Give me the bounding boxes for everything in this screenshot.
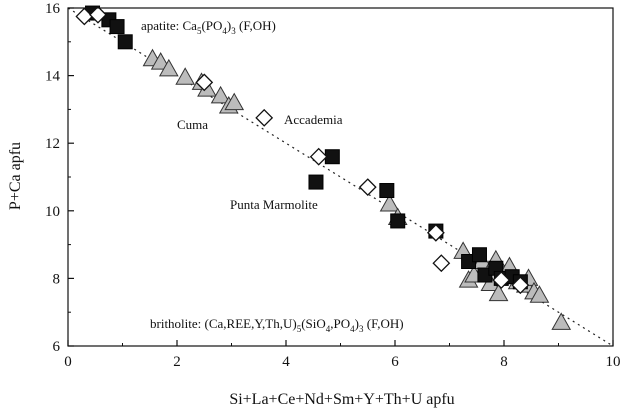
data-point-triangle [158,58,179,77]
annotation-apatite: apatite: Ca5(PO4)3 (F,OH) [141,18,276,36]
data-point-triangle [488,283,509,302]
data-point-diamond [432,254,451,273]
data-point-triangle [551,312,572,330]
data-point-square [471,247,487,263]
data-point-diamond [75,7,94,26]
data-point-triangle [210,85,231,104]
x-tick-label: 6 [391,354,399,370]
x-tick-label: 2 [173,354,181,370]
annotation-cuma: Cuma [177,117,208,132]
data-point-diamond [195,73,214,92]
x-tick-label: 0 [64,354,72,370]
data-point-diamond [309,147,328,166]
data-point-triangle [379,194,400,212]
x-tick-label: 10 [606,354,621,370]
data-point-diamond [358,178,377,197]
data-point-square [117,34,133,50]
x-tick-label: 4 [282,354,290,370]
y-tick-label: 10 [45,204,60,220]
data-point-diamond [255,108,274,127]
y-tick-label: 14 [45,69,61,85]
data-point-triangle [175,67,196,85]
x-axis-label: Si+La+Ce+Nd+Sm+Y+Th+U apfu [229,391,454,408]
data-markers [75,5,572,330]
data-point-triangle [529,285,550,303]
data-point-square [308,174,324,190]
data-point-diamond [89,5,107,24]
data-point-diamond [426,223,445,242]
x-tick-label: 8 [500,354,508,370]
y-tick-label: 8 [53,271,61,287]
data-point-triangle [224,92,245,111]
annotation-accademia: Accademia [284,112,343,127]
data-point-diamond [511,276,530,295]
data-point-square [379,183,395,199]
y-axis-label: P+Ca apfu [7,142,24,210]
annotation-punta-marmolite: Punta Marmolite [230,197,318,212]
y-tick-label: 12 [45,136,60,152]
data-point-triangle [150,52,171,70]
data-point-diamond [492,271,511,290]
axes: 0 2 4 6 8 10 6 8 10 12 14 16 [45,1,621,370]
data-point-square [109,19,125,35]
annotation-britholite: britholite: (Ca,REE,Y,Th,U)5(SiO4,PO4)3 … [150,316,404,334]
y-tick-label: 16 [45,1,61,17]
data-point-square [390,213,406,229]
y-tick-label: 6 [53,339,61,355]
